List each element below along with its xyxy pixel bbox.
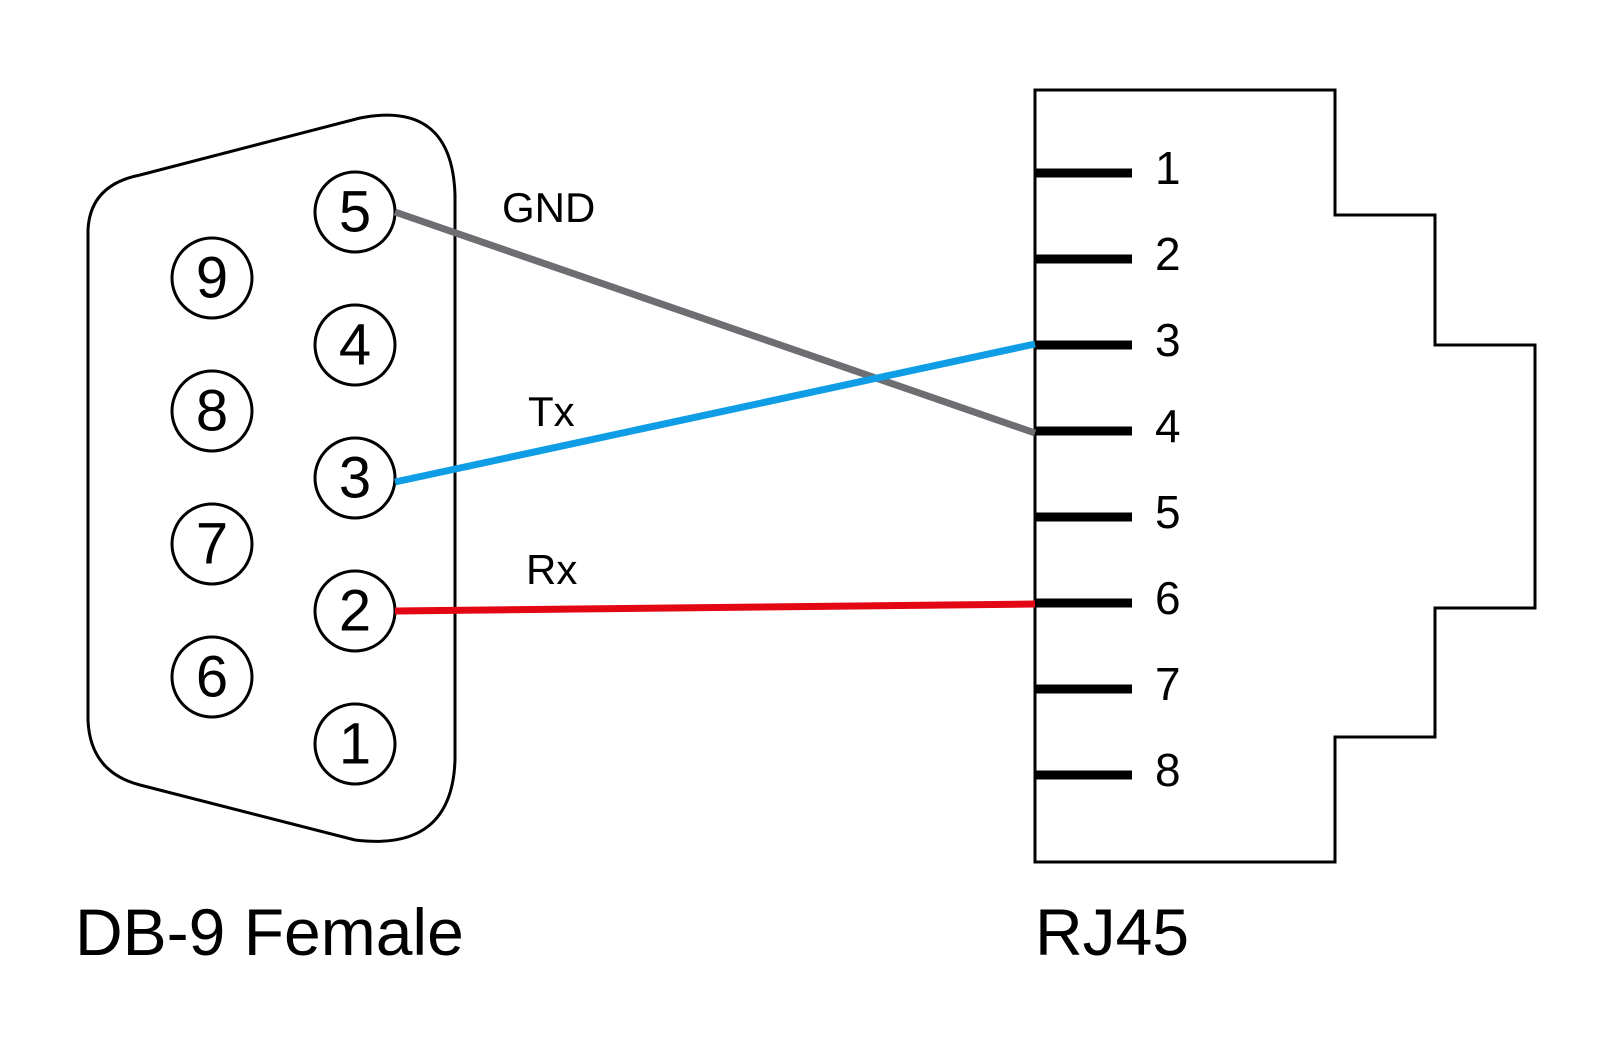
wire-gnd-label: GND bbox=[502, 184, 595, 231]
db9-pin-7: 7 bbox=[170, 502, 254, 586]
db9-pin-5-label: 5 bbox=[339, 180, 371, 245]
rj45-caption: RJ45 bbox=[1035, 895, 1189, 969]
db9-pin-3-label: 3 bbox=[339, 446, 371, 511]
rj45-pin-5-label: 5 bbox=[1155, 486, 1181, 538]
rj45-pin-6: 6 bbox=[1035, 572, 1181, 624]
db9-connector-shell bbox=[86, 113, 457, 843]
rj45-pin-6-label: 6 bbox=[1155, 572, 1181, 624]
rj45-pin-1: 1 bbox=[1035, 142, 1181, 194]
rj45-pin-3: 3 bbox=[1035, 314, 1181, 366]
db9-pin-4: 4 bbox=[313, 303, 397, 387]
rj45-pin-5: 5 bbox=[1035, 486, 1181, 538]
rj45-pin-4: 4 bbox=[1035, 400, 1181, 452]
db9-pin-1: 1 bbox=[313, 702, 397, 786]
db9-pin-1-label: 1 bbox=[339, 712, 371, 777]
db9-pin-8: 8 bbox=[170, 369, 254, 453]
wire-tx bbox=[394, 340, 1036, 486]
db9-pin-8-label: 8 bbox=[196, 379, 228, 444]
wire-gnd bbox=[393, 208, 1037, 437]
db9-caption: DB-9 Female bbox=[75, 895, 464, 969]
db9-pin-7-label: 7 bbox=[196, 512, 228, 577]
rj45-connector-outline bbox=[1033, 88, 1537, 864]
db9-pin-4-label: 4 bbox=[339, 313, 371, 378]
wire-tx-label: Tx bbox=[528, 388, 575, 435]
rj45-pin-7-label: 7 bbox=[1155, 658, 1181, 710]
wire-rx-label: Rx bbox=[526, 546, 577, 593]
wire-rx bbox=[394, 600, 1036, 615]
db9-pin-9: 9 bbox=[170, 236, 254, 320]
db9-pin-5: 5 bbox=[313, 170, 397, 254]
rj45-pin-4-label: 4 bbox=[1155, 400, 1181, 452]
db9-pin-6-label: 6 bbox=[196, 645, 228, 710]
db9-pin-3: 3 bbox=[313, 436, 397, 520]
db9-pin-2-label: 2 bbox=[339, 579, 371, 644]
db9-pin-9-label: 9 bbox=[196, 246, 228, 311]
rj45-pin-7: 7 bbox=[1035, 658, 1181, 710]
db9-pin-6: 6 bbox=[170, 635, 254, 719]
db9-pin-2: 2 bbox=[313, 569, 397, 653]
rj45-pin-3-label: 3 bbox=[1155, 314, 1181, 366]
rj45-pin-8: 8 bbox=[1035, 744, 1181, 796]
rj45-pin-2-label: 2 bbox=[1155, 228, 1181, 280]
rj45-pin-2: 2 bbox=[1035, 228, 1181, 280]
rj45-pin-8-label: 8 bbox=[1155, 744, 1181, 796]
rj45-pin-1-label: 1 bbox=[1155, 142, 1181, 194]
